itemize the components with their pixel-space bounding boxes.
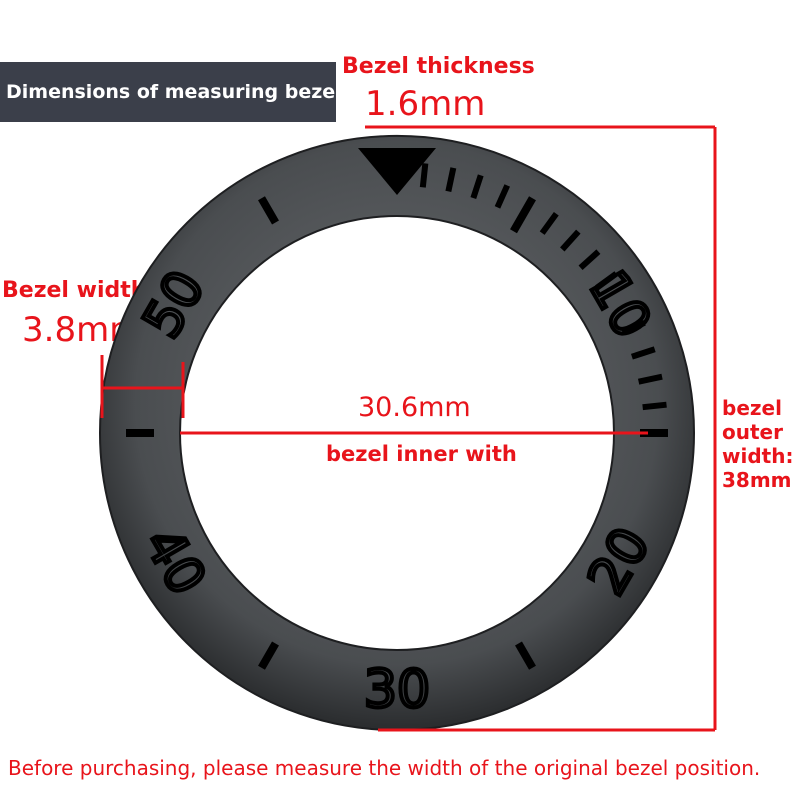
minute-tick xyxy=(494,184,510,209)
title-box: Dimensions of measuring bezel xyxy=(0,62,336,122)
minute-tick xyxy=(539,211,559,235)
width-label: Bezel width xyxy=(2,278,147,303)
outer-line-3: width: xyxy=(722,444,794,468)
bezel-number: 30 xyxy=(364,660,430,720)
five-minute-bar xyxy=(515,641,536,670)
inner-value: 30.6mm xyxy=(358,392,471,423)
minute-tick xyxy=(642,401,667,411)
minute-tick xyxy=(630,346,656,360)
footer-note: Before purchasing, please measure the wi… xyxy=(8,756,761,780)
bezel-ticks xyxy=(126,163,668,670)
minute-tick xyxy=(560,229,581,252)
outer-line-4: 38mm xyxy=(722,468,792,492)
minute-tick xyxy=(510,196,536,234)
five-minute-bar xyxy=(258,641,279,670)
outer-line-2: outer xyxy=(722,420,783,444)
five-minute-bar xyxy=(258,196,279,225)
triangle-marker xyxy=(358,148,436,195)
minute-tick xyxy=(419,163,429,188)
minute-tick xyxy=(595,271,619,291)
minute-tick xyxy=(470,174,484,200)
outer-line-1: bezel xyxy=(722,396,782,420)
minute-tick xyxy=(578,249,601,270)
minute-tick xyxy=(637,373,663,385)
minute-tick xyxy=(621,320,646,336)
thickness-label: Bezel thickness xyxy=(342,54,535,79)
minute-tick xyxy=(445,167,457,193)
outer-width-label: bezel outer width: 38mm xyxy=(722,396,793,492)
thickness-value: 1.6mm xyxy=(365,84,486,124)
inner-label: bezel inner with xyxy=(326,442,517,466)
